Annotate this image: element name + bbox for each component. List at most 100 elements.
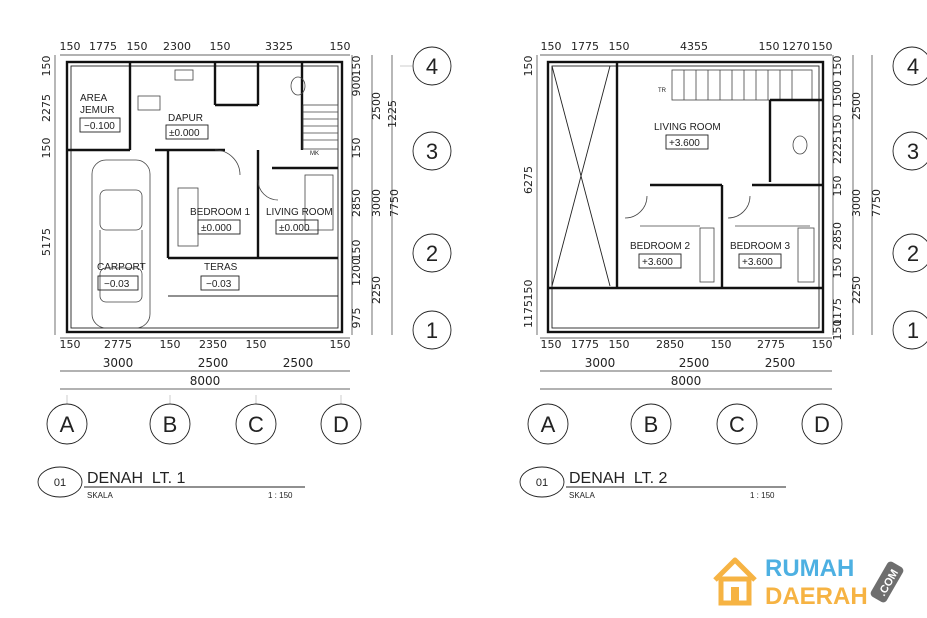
dim-label: 2500 xyxy=(370,92,383,120)
lt1-dims-right: 150 900 2500 1225 150 2850 3000 7750 150… xyxy=(350,56,401,329)
lt2-tr-label: TR xyxy=(658,88,667,94)
dim-label: 150 xyxy=(812,338,833,351)
lt2-bedroom2-level: +3.600 xyxy=(642,257,673,268)
toilet-icon xyxy=(290,76,306,96)
lt2-bedroom3-level: +3.600 xyxy=(742,257,773,268)
bed-icon xyxy=(797,227,815,283)
grid-bubble xyxy=(235,403,277,445)
lt1-carport-label: CARPORT xyxy=(97,262,146,273)
sink-icon xyxy=(174,69,194,81)
dim-label: 4355 xyxy=(680,40,708,53)
grid-bubble xyxy=(412,233,452,273)
lt2-living-label: LIVING ROOM xyxy=(654,122,721,133)
grid-bubble xyxy=(892,131,927,171)
lt1-scale-label: SKALA xyxy=(87,491,113,500)
dim-label: 2500 xyxy=(850,92,863,120)
dim-label: 150 xyxy=(831,176,844,197)
lt1-dims-bottom-mid: 3000 2500 2500 xyxy=(103,356,314,370)
dim-label: 150 xyxy=(350,56,363,77)
house-icon xyxy=(713,557,757,606)
dim-label: 150 xyxy=(541,40,562,53)
grid-label: 1 xyxy=(907,318,919,343)
grid-bubble xyxy=(801,403,843,445)
dim-label: 150 xyxy=(609,338,630,351)
lt2-dims-bottom: 150 1775 150 2850 150 2775 150 xyxy=(541,338,833,351)
lt1-area-jemur-label: AREA xyxy=(80,93,108,104)
grid-bubble xyxy=(412,131,452,171)
dim-label: 150 xyxy=(759,40,780,53)
lt2-title-block: 01 DENAH LT. 2 SKALA 1 : 150 xyxy=(519,466,786,500)
lt2-dims-right: 150 1500 2500 150 2225 150 3000 7750 285… xyxy=(831,56,883,341)
lt2-dims-bottom-mid: 3000 2500 2500 xyxy=(585,356,796,370)
grid-bubble xyxy=(149,403,191,445)
lt1-total-width: 8000 xyxy=(190,374,221,388)
grid-bubble xyxy=(412,46,452,86)
dim-label: 2850 xyxy=(350,189,363,217)
logo-text-line1: RUMAH xyxy=(765,555,854,582)
lt1-area-jemur-level: −0.100 xyxy=(84,121,115,132)
dim-label: 3000 xyxy=(370,189,383,217)
dim-label: 150 xyxy=(831,115,844,136)
dim-label: 150 xyxy=(831,56,844,77)
grid-label: C xyxy=(248,412,264,437)
lt2-bedroom3-label: BEDROOM 3 xyxy=(730,241,790,252)
lt1-living-label: LIVING ROOM xyxy=(266,207,333,218)
dim-label: 2500 xyxy=(283,356,314,370)
lt2-dims-top: 150 1775 150 4355 150 1270 150 xyxy=(541,40,833,53)
lt1-area-jemur-label2: JEMUR xyxy=(80,105,114,116)
sofa-icon xyxy=(304,174,334,231)
dim-label: 900 xyxy=(350,76,363,97)
lt2-row-markers: 4 3 2 1 xyxy=(892,46,927,350)
dim-label: 150 xyxy=(609,40,630,53)
dim-label: 2300 xyxy=(163,40,191,53)
dim-label: 2225 xyxy=(831,136,844,164)
lt1-title: DENAH LT. 1 xyxy=(87,470,186,487)
dim-label: 150 xyxy=(350,240,363,261)
lt1-teras-level: −0.03 xyxy=(206,279,232,290)
dim-label: 150 xyxy=(330,40,351,53)
dim-label: 1225 xyxy=(386,100,399,128)
lt1-dapur-label: DAPUR xyxy=(168,113,203,124)
lt2-title: DENAH LT. 2 xyxy=(569,470,668,487)
dim-label: 2775 xyxy=(757,338,785,351)
grid-label: B xyxy=(163,412,178,437)
grid-bubble xyxy=(46,403,88,445)
dim-label: 1270 xyxy=(782,40,810,53)
grid-bubble xyxy=(630,403,672,445)
lt2-dims-left: 150 6275 150 1175 xyxy=(522,56,535,329)
dim-label: 150 xyxy=(831,320,844,341)
dim-label: 2350 xyxy=(199,338,227,351)
dim-label: 3325 xyxy=(265,40,293,53)
lt1-mk-label: MK xyxy=(310,151,319,157)
dim-label: 1775 xyxy=(571,338,599,351)
lt1-dims-top: 150 1775 150 2300 150 3325 150 xyxy=(60,40,351,53)
lt2-bedroom2-label: BEDROOM 2 xyxy=(630,241,690,252)
lt2-total-width: 8000 xyxy=(671,374,702,388)
dim-label: 7750 xyxy=(870,189,883,217)
dim-label: 150 xyxy=(522,56,535,77)
lt1-outer-wall xyxy=(65,60,344,334)
dim-label: 150 xyxy=(711,338,732,351)
toilet-icon xyxy=(792,135,808,155)
dim-label: 7750 xyxy=(388,189,401,217)
car-icon xyxy=(91,159,151,329)
lt1-scale: 1 : 150 xyxy=(268,491,293,500)
dim-label: 150 xyxy=(60,40,81,53)
dim-label: 3000 xyxy=(103,356,134,370)
bed-icon xyxy=(177,187,199,247)
dim-label: 975 xyxy=(350,308,363,329)
lt1-bedroom1-label: BEDROOM 1 xyxy=(190,207,250,218)
lt1-bedroom1-level: ±0.000 xyxy=(201,223,232,234)
stairs-icon xyxy=(302,104,339,150)
dim-label: 150 xyxy=(522,280,535,301)
lt1-dapur-level: ±0.000 xyxy=(169,128,200,139)
logo-text-line2: DAERAH xyxy=(765,583,868,610)
dim-label: 1775 xyxy=(89,40,117,53)
grid-label: D xyxy=(814,412,830,437)
dim-label: 1175 xyxy=(831,298,844,326)
dim-label: 3000 xyxy=(585,356,616,370)
grid-label: 4 xyxy=(426,54,438,79)
plan-lt2: TR LIVING ROOM +3.600 BEDROOM 2 +3.600 B… xyxy=(519,40,927,500)
grid-label: C xyxy=(729,412,745,437)
